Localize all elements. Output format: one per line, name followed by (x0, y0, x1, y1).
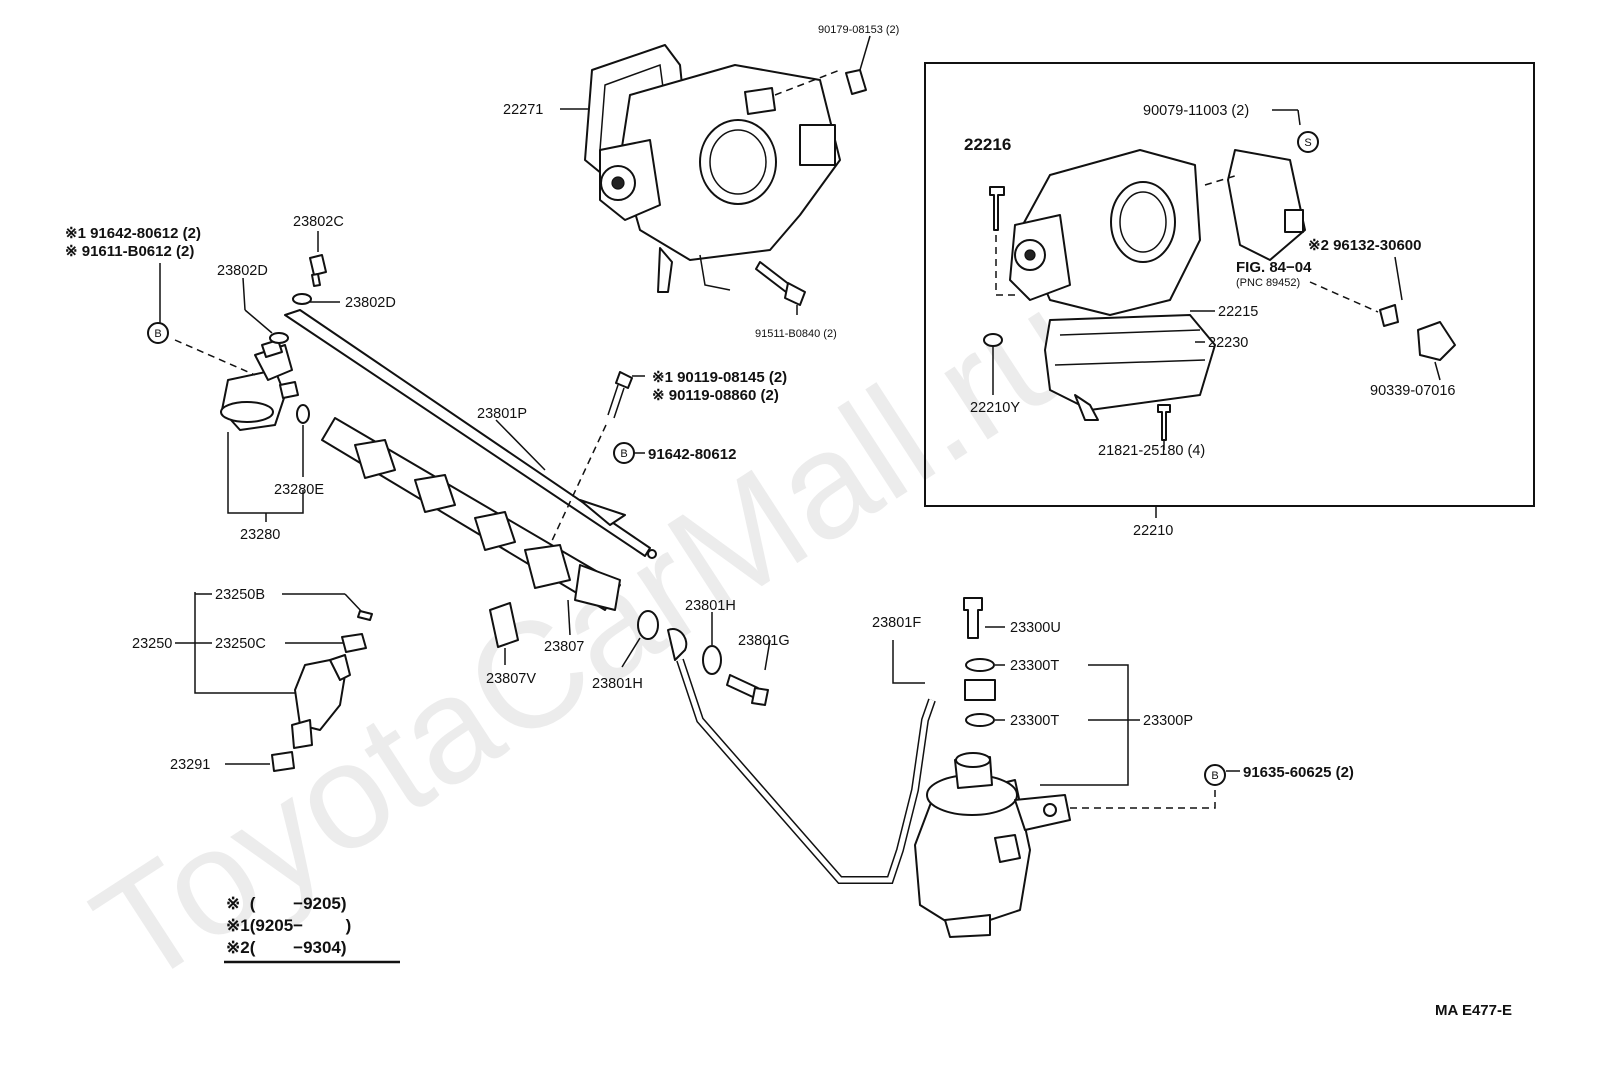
label-23802C: 23802C (293, 214, 344, 230)
legend: ※ ( −9205) ※1(9205− ) ※2( −9304) (224, 894, 400, 964)
throttle-body-inset (983, 149, 1456, 441)
insulator-23807V (489, 602, 519, 648)
label-23250C: 23250C (215, 636, 266, 652)
callout-b-right-text: B (1211, 770, 1218, 782)
delivery-pipe-23807 (321, 417, 626, 611)
nut-90179 (845, 69, 867, 95)
label-23801P: 23801P (477, 406, 527, 422)
label-23300P: 23300P (1143, 713, 1193, 729)
label-23801H-left: 23801H (592, 676, 643, 692)
label-23801F: 23801F (872, 615, 921, 631)
label-90119-a: ※1 90119-08145 (2) (652, 369, 787, 386)
label-96132: ※2 96132-30600 (1308, 237, 1422, 254)
label-22230: 22230 (1208, 335, 1248, 351)
inset-pnc-ref: (PNC 89452) (1236, 277, 1300, 289)
legend-row-3: ※2( −9304) (226, 938, 347, 957)
label-23300T-lower: 23300T (1010, 713, 1059, 729)
oring-23280E (296, 404, 310, 424)
clip-96132 (1379, 304, 1399, 327)
callout-b-center-text: B (620, 448, 627, 460)
injector-23250 (291, 654, 351, 749)
gasket-23300T-lower (965, 713, 995, 727)
label-23802D-right: 23802D (345, 295, 396, 311)
legend-row-2: ※1(9205− ) (226, 916, 351, 935)
label-23801H-right: 23801H (685, 598, 736, 614)
bolt-91511 (755, 261, 791, 293)
label-23280: 23280 (240, 527, 280, 543)
label-90339: 90339-07016 (1370, 383, 1455, 399)
bolt-90119 (615, 371, 633, 389)
union-23802C (309, 254, 327, 276)
insulator-23291 (271, 751, 295, 772)
label-22210Y: 22210Y (970, 400, 1020, 416)
union-23300 (964, 679, 996, 701)
label-91635: 91635-60625 (2) (1243, 764, 1354, 781)
screw-22216 (989, 186, 1005, 231)
gasket-23801H-right (702, 645, 722, 675)
legend-row-1: ※ ( −9205) (226, 894, 347, 913)
gasket-22210Y (983, 333, 1003, 347)
label-91642-b: 91642-80612 (648, 446, 736, 463)
fuel-pipe-23801P (284, 309, 651, 557)
callout-b-right (1204, 764, 1226, 786)
union-23801 (667, 628, 688, 661)
label-23250: 23250 (132, 636, 172, 652)
bolt-23300U (963, 597, 983, 639)
label-23250B: 23250B (215, 587, 265, 603)
throttle-body-main (584, 44, 867, 306)
label-23300T-upper: 23300T (1010, 658, 1059, 674)
label-23801G: 23801G (738, 633, 790, 649)
label-23802D-left: 23802D (217, 263, 268, 279)
gasket-23801H-left (637, 610, 659, 640)
label-91511: 91511-B0840 (2) (755, 328, 837, 340)
pressure-regulator-23280 (220, 339, 299, 431)
label-22215: 22215 (1218, 304, 1258, 320)
label-22210: 22210 (1133, 523, 1173, 539)
label-90119-b: ※ 90119-08860 (2) (652, 387, 779, 404)
gasket-23802D-upper (292, 293, 312, 305)
label-91642-a: ※1 91642-80612 (2) (65, 225, 201, 242)
label-23300U: 23300U (1010, 620, 1061, 636)
gasket-23300T-upper (965, 658, 995, 672)
fuel-filter-23300P (914, 752, 1071, 938)
label-23280E: 23280E (274, 482, 324, 498)
callout-b-left (147, 322, 169, 344)
grommet-23250C (341, 633, 367, 653)
label-23807: 23807 (544, 639, 584, 655)
inset-fig-ref: FIG. 84−04 (1236, 259, 1312, 276)
oring-23250B (357, 610, 373, 621)
throttle-sensor (1227, 149, 1306, 261)
label-22216: 22216 (964, 135, 1011, 154)
label-23291: 23291 (170, 757, 210, 773)
callout-b-left-text: B (154, 328, 161, 340)
callout-s-text: S (1304, 137, 1311, 149)
label-90179: 90179-08153 (2) (818, 24, 899, 36)
sensor-90339 (1417, 321, 1456, 361)
inset-frame (924, 62, 1535, 507)
label-22271: 22271 (503, 102, 543, 118)
label-91611: ※ 91611-B0612 (2) (65, 243, 194, 260)
callout-s (1297, 131, 1319, 153)
gasket-23802D-lower (269, 332, 289, 344)
bolt-21821 (1157, 404, 1171, 441)
label-23807V: 23807V (486, 671, 536, 687)
diagram-code: MA E477-E (1435, 1002, 1512, 1019)
label-90079: 90079-11003 (2) (1143, 103, 1249, 119)
label-21821: 21821-25180 (4) (1098, 443, 1205, 459)
